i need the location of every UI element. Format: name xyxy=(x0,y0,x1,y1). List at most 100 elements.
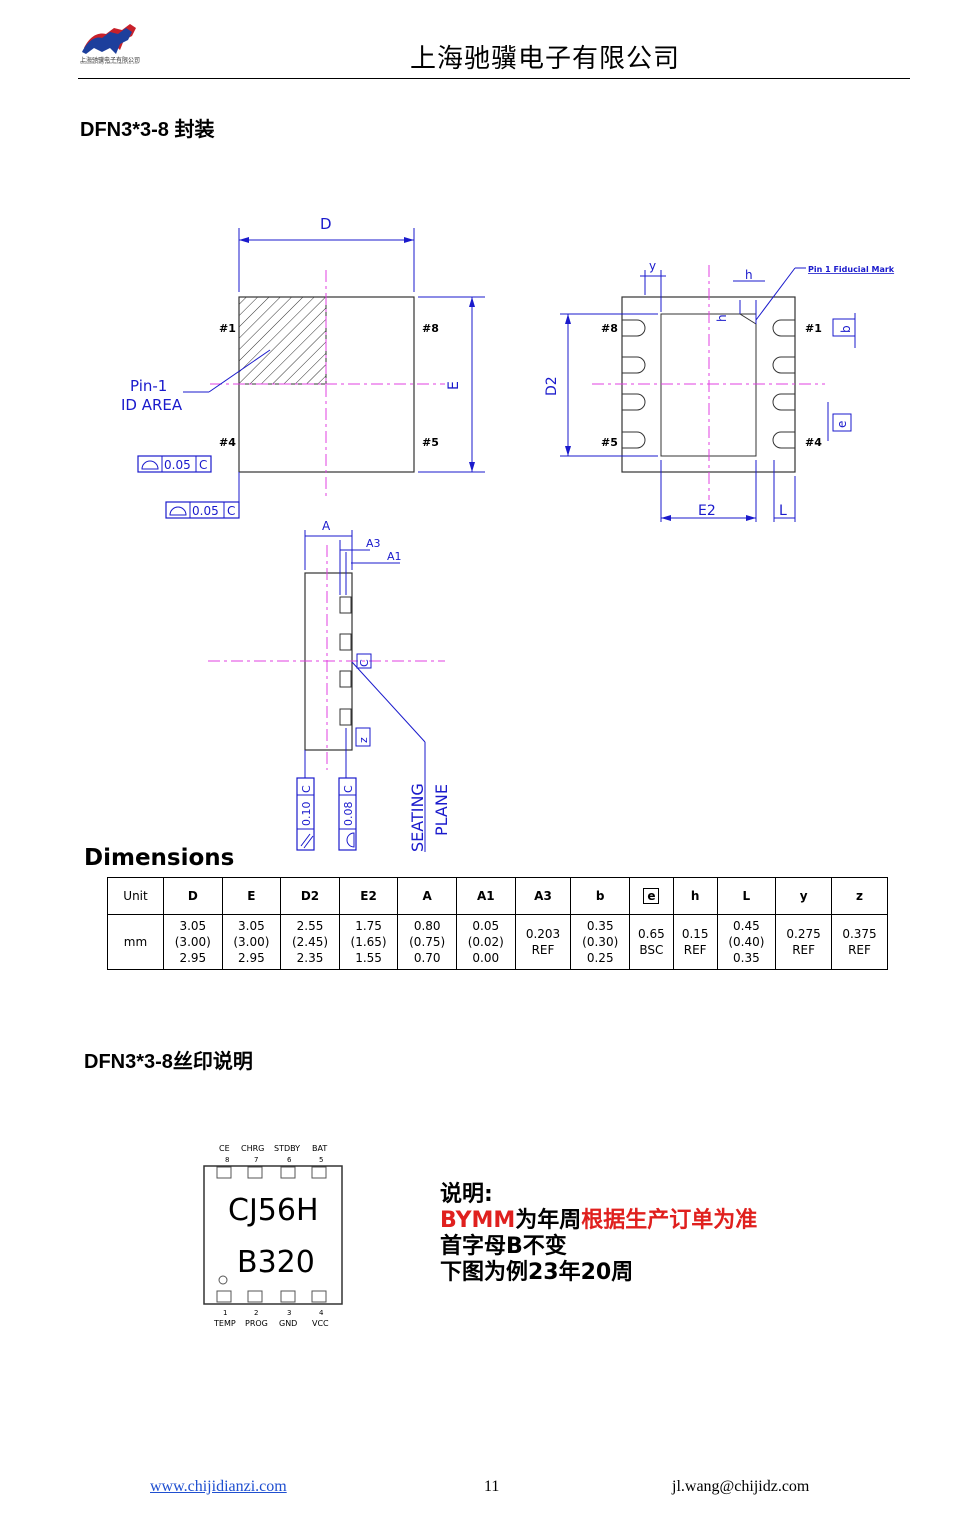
svg-text:0.05: 0.05 xyxy=(164,458,191,472)
flatness-tolerance-frame-1: 0.05 C xyxy=(137,455,212,473)
marking-note: 说明: BYMM为年周根据生产订单为准 首字母B不变 下图为例23年20周 xyxy=(440,1182,757,1286)
dim-e-pitch-label: e xyxy=(835,421,849,428)
chip-bottom-num-1: 1 xyxy=(223,1309,227,1317)
svg-text:0.10: 0.10 xyxy=(300,802,313,827)
dim-d2-label: D2 xyxy=(544,376,560,396)
header-y: y xyxy=(775,877,833,915)
chip-top-num-6: 6 xyxy=(287,1156,292,1164)
header-b: b xyxy=(570,877,631,915)
dim-d-label: D xyxy=(320,215,332,233)
bottom-pin1-label: #1 xyxy=(805,322,822,335)
dim-a3-label: A3 xyxy=(366,537,381,550)
value-cell-e2: 1.75(1.65)1.55 xyxy=(338,914,399,970)
dim-b-label: b xyxy=(839,325,853,333)
header-d: D xyxy=(163,877,223,915)
dimensions-table: Unit D E D2 E2 A A1 A3 b e h L y z mm 3.… xyxy=(107,877,888,970)
marking-heading: DFN3*3-8丝印说明 xyxy=(84,1051,253,1073)
chip-top-pin-ce: CE xyxy=(219,1144,230,1153)
top-pin5-label: #5 xyxy=(422,436,439,449)
chip-bottom-pin-temp: TEMP xyxy=(213,1319,236,1328)
dim-a1-label: A1 xyxy=(387,550,402,563)
flatness-tolerance-frame-side: C 0.08 xyxy=(338,750,357,851)
bottom-pin8-label: #8 xyxy=(601,322,618,335)
bottom-pin4-label: #4 xyxy=(805,436,822,449)
dim-e2-label: E2 xyxy=(698,503,716,519)
chip-top-pin-chrg: CHRG xyxy=(241,1144,264,1153)
pin1-id-label-line1: Pin-1 xyxy=(130,377,167,395)
header-a3: A3 xyxy=(514,877,572,915)
dim-h-label: h xyxy=(745,268,753,282)
seating-plane-line2: PLANE xyxy=(432,784,451,836)
chip-bottom-pin-gnd: GND xyxy=(279,1319,297,1328)
flatness-tolerance-frame-2: 0.05 C xyxy=(165,472,240,519)
svg-text:0.08: 0.08 xyxy=(342,802,355,827)
chip-bottom-pin-vcc: VCC xyxy=(312,1319,329,1328)
svg-text:0.05: 0.05 xyxy=(192,504,219,518)
note-line1: BYMM为年周根据生产订单为准 xyxy=(440,1208,757,1234)
note-line3: 下图为例23年20周 xyxy=(440,1260,634,1285)
chip-marking-line2: B320 xyxy=(237,1245,315,1280)
chip-bottom-num-3: 3 xyxy=(287,1309,291,1317)
company-logo xyxy=(80,14,152,64)
side-view: A A3 A1 C z SEATING PLANE C 0.10 xyxy=(208,519,451,852)
header-h: h xyxy=(672,877,718,915)
dimensions-title: Dimensions xyxy=(84,845,235,871)
fiducial-mark-label: Pin 1 Fiducial Mark xyxy=(808,265,895,274)
chip-marking-line1: CJ56H xyxy=(228,1193,319,1228)
header-rule xyxy=(78,78,910,79)
header-unit: Unit xyxy=(107,877,164,915)
chip-bottom-pin-prog: PROG xyxy=(245,1319,268,1328)
package-drawing: D E #1 #8 #4 #5 Pin-1 ID AREA 0.05 C xyxy=(121,215,895,852)
svg-text:C: C xyxy=(300,785,313,793)
value-cell-d: 3.05(3.00)2.95 xyxy=(163,914,223,970)
dim-e-label: E xyxy=(446,381,462,390)
footer-email: jl.wang@chijidz.com xyxy=(672,1478,810,1495)
parallelism-tolerance-frame: C 0.10 xyxy=(296,750,315,851)
dimensions-header-row: Unit D E D2 E2 A A1 A3 b e h L y z xyxy=(107,877,888,915)
chip-bottom-num-4: 4 xyxy=(319,1309,324,1317)
chip-top-pin-stdby: STDBY xyxy=(274,1144,300,1153)
top-view: D E #1 #8 #4 #5 Pin-1 ID AREA 0.05 C xyxy=(121,215,485,519)
chip-top-num-7: 7 xyxy=(254,1156,258,1164)
header-z: z xyxy=(831,877,888,915)
company-name: 上海驰骥电子有限公司 xyxy=(410,44,681,74)
svg-text:C: C xyxy=(199,458,207,472)
chip-top-num-8: 8 xyxy=(225,1156,229,1164)
value-cell-a: 0.80(0.75)0.70 xyxy=(397,914,457,970)
dimensions-mm-row: mm 3.05(3.00)2.95 3.05(3.00)2.95 2.55(2.… xyxy=(107,914,888,970)
header-a: A xyxy=(397,877,457,915)
logo-subtext: SHANGHAI CHIJI ELECTRONICS CO.,LTD xyxy=(80,61,139,65)
seating-plane-line1: SEATING xyxy=(408,783,427,852)
value-cell-d2: 2.55(2.45)2.35 xyxy=(280,914,340,970)
chip-bottom-num-2: 2 xyxy=(254,1309,258,1317)
pin1-id-label-line2: ID AREA xyxy=(121,396,183,414)
footer-website-link[interactable]: www.chijidianzi.com xyxy=(150,1478,287,1495)
logo-text: 上海驰骥电子有限公司 xyxy=(80,57,141,64)
datum-c-label: C xyxy=(358,659,371,667)
dim-a-label: A xyxy=(322,519,331,533)
svg-text:C: C xyxy=(342,785,355,793)
note-year-week: 为年周 xyxy=(515,1208,582,1233)
value-cell-l: 0.45(0.40)0.35 xyxy=(716,914,777,970)
header-d2: D2 xyxy=(280,877,340,915)
header-e2: E2 xyxy=(338,877,399,915)
svg-text:C: C xyxy=(227,504,235,518)
footer-page-number: 11 xyxy=(484,1478,500,1495)
dim-l-label: L xyxy=(779,503,787,519)
dim-y-label: y xyxy=(649,259,656,273)
header-l: L xyxy=(716,877,777,915)
value-cell-e: 3.05(3.00)2.95 xyxy=(221,914,282,970)
chip-top-pin-bat: BAT xyxy=(312,1144,327,1153)
header-a1: A1 xyxy=(455,877,516,915)
note-line2: 首字母B不变 xyxy=(440,1234,567,1259)
note-title: 说明: xyxy=(440,1182,493,1207)
header-e-pitch: e xyxy=(629,877,674,915)
bottom-pin5-label: #5 xyxy=(601,436,618,449)
value-cell-b: 0.35(0.30)0.25 xyxy=(570,914,631,970)
note-order-basis: 根据生产订单为准 xyxy=(581,1208,758,1233)
dim-h-label-2: h xyxy=(715,314,729,322)
